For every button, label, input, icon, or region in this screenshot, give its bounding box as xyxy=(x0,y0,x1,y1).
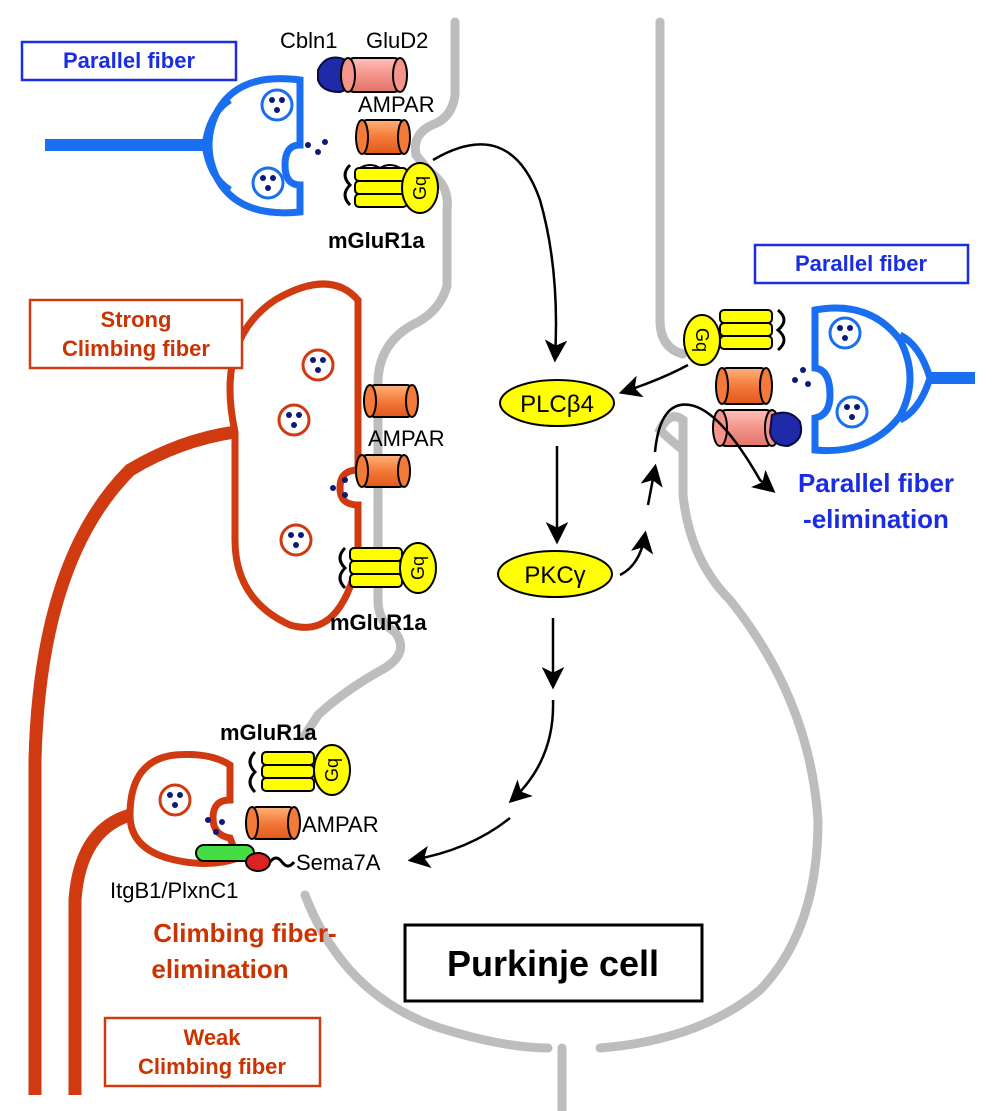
ampar-label-weak: AMPAR xyxy=(302,812,379,837)
pf-elimination-label-line1: Parallel fiber xyxy=(798,468,954,498)
ampar-receptor-right xyxy=(715,367,773,405)
ampar-receptor-cf-lower xyxy=(355,454,411,488)
weak-cf-label-line1: Weak xyxy=(183,1025,241,1050)
parallel-fiber-right-label-box: Parallel fiber xyxy=(753,243,970,285)
mglur1a-label-weak: mGluR1a xyxy=(220,720,317,745)
mglur1a-label-cf: mGluR1a xyxy=(330,610,427,635)
sema7a-label: Sema7A xyxy=(296,850,381,875)
vesicle xyxy=(260,88,294,122)
weak-climbing-fiber-label-box: Weak Climbing fiber xyxy=(103,1016,322,1088)
arrow-pkc-up-seg1 xyxy=(619,530,654,577)
cf-elimination-label-line2: elimination xyxy=(151,954,288,984)
vesicle xyxy=(277,403,311,437)
gq-label-cf: Gq xyxy=(408,556,428,580)
strong-climbing-fiber xyxy=(28,280,362,1095)
weak-climbing-fiber xyxy=(68,751,243,1095)
arrow-pkc-down-seg2 xyxy=(508,699,555,804)
strong-climbing-fiber-label-box: Strong Climbing fiber xyxy=(28,298,244,370)
vesicle xyxy=(279,523,313,557)
pkcg-label: PKCγ xyxy=(524,562,585,589)
glud2-receptor xyxy=(340,57,408,93)
ampar-label-top: AMPAR xyxy=(358,92,435,117)
parallel-fiber-right xyxy=(792,304,975,455)
purkinje-membrane xyxy=(300,17,823,1111)
gq-protein-cf: Gq xyxy=(399,542,437,594)
mglur1a-label-top: mGluR1a xyxy=(328,228,425,253)
gq-label: Gq xyxy=(410,176,430,200)
ampar-label-cf: AMPAR xyxy=(368,426,445,451)
strong-cf-label-line2: Climbing fiber xyxy=(62,336,210,361)
arrow-to-sema7a xyxy=(407,817,511,869)
sema7a-protein xyxy=(245,852,271,872)
parallel-fiber-right-label: Parallel fiber xyxy=(795,251,928,276)
gq-label-weak: Gq xyxy=(322,758,342,782)
strong-cf-label-line1: Strong xyxy=(101,307,172,332)
parallel-fiber-top-label-box: Parallel fiber xyxy=(20,40,238,82)
vesicle xyxy=(835,395,869,429)
glud2-label: GluD2 xyxy=(366,28,428,53)
arrow-pkc-up-seg2 xyxy=(640,463,663,506)
gq-protein-top: Gq xyxy=(401,162,439,214)
arrow-mglur-to-plc xyxy=(432,143,568,363)
vesicle xyxy=(158,783,192,817)
gq-protein-weak: Gq xyxy=(313,744,351,796)
gq-label-right: Gq xyxy=(692,328,712,352)
itgb1-plxnc1-label: ItgB1/PlxnC1 xyxy=(110,878,238,903)
plcb4-label: PLCβ4 xyxy=(520,391,594,418)
weak-cf-label-line2: Climbing fiber xyxy=(138,1054,286,1079)
sema7a-tail xyxy=(268,856,296,868)
mglur1a-receptor-weak xyxy=(248,750,315,794)
ampar-receptor-cf-upper xyxy=(363,384,419,418)
vesicle xyxy=(828,316,862,350)
mglur1a-receptor-cf xyxy=(338,546,403,590)
cf-elimination-label-line1: Climbing fiber- xyxy=(153,918,336,948)
mglur1a-receptor-top xyxy=(343,163,408,208)
ampar-receptor-top xyxy=(355,119,411,155)
parallel-fiber-top-label: Parallel fiber xyxy=(63,48,196,73)
ampar-receptor-weak xyxy=(245,806,301,840)
cbln1-label: Cbln1 xyxy=(280,28,337,53)
vesicle xyxy=(301,348,335,382)
parallel-fiber-top xyxy=(45,75,328,217)
pf-elimination-label-line2: -elimination xyxy=(803,504,949,534)
purkinje-cell-label: Purkinje cell xyxy=(447,943,659,984)
pkcg-node: PKCγ xyxy=(497,550,613,598)
purkinje-cell-label-box: Purkinje cell xyxy=(403,923,704,1003)
arrow-to-pf-elimination xyxy=(653,403,776,493)
arrow-gq-right-to-plc xyxy=(618,363,689,398)
vesicle xyxy=(251,166,285,200)
itgb1-plxnc1-protein xyxy=(195,844,255,862)
cbln1-protein-right xyxy=(768,411,803,448)
gq-protein-right: Gq xyxy=(683,314,721,366)
mglur1a-receptor-right xyxy=(719,308,786,352)
plcb4-node: PLCβ4 xyxy=(499,379,615,427)
